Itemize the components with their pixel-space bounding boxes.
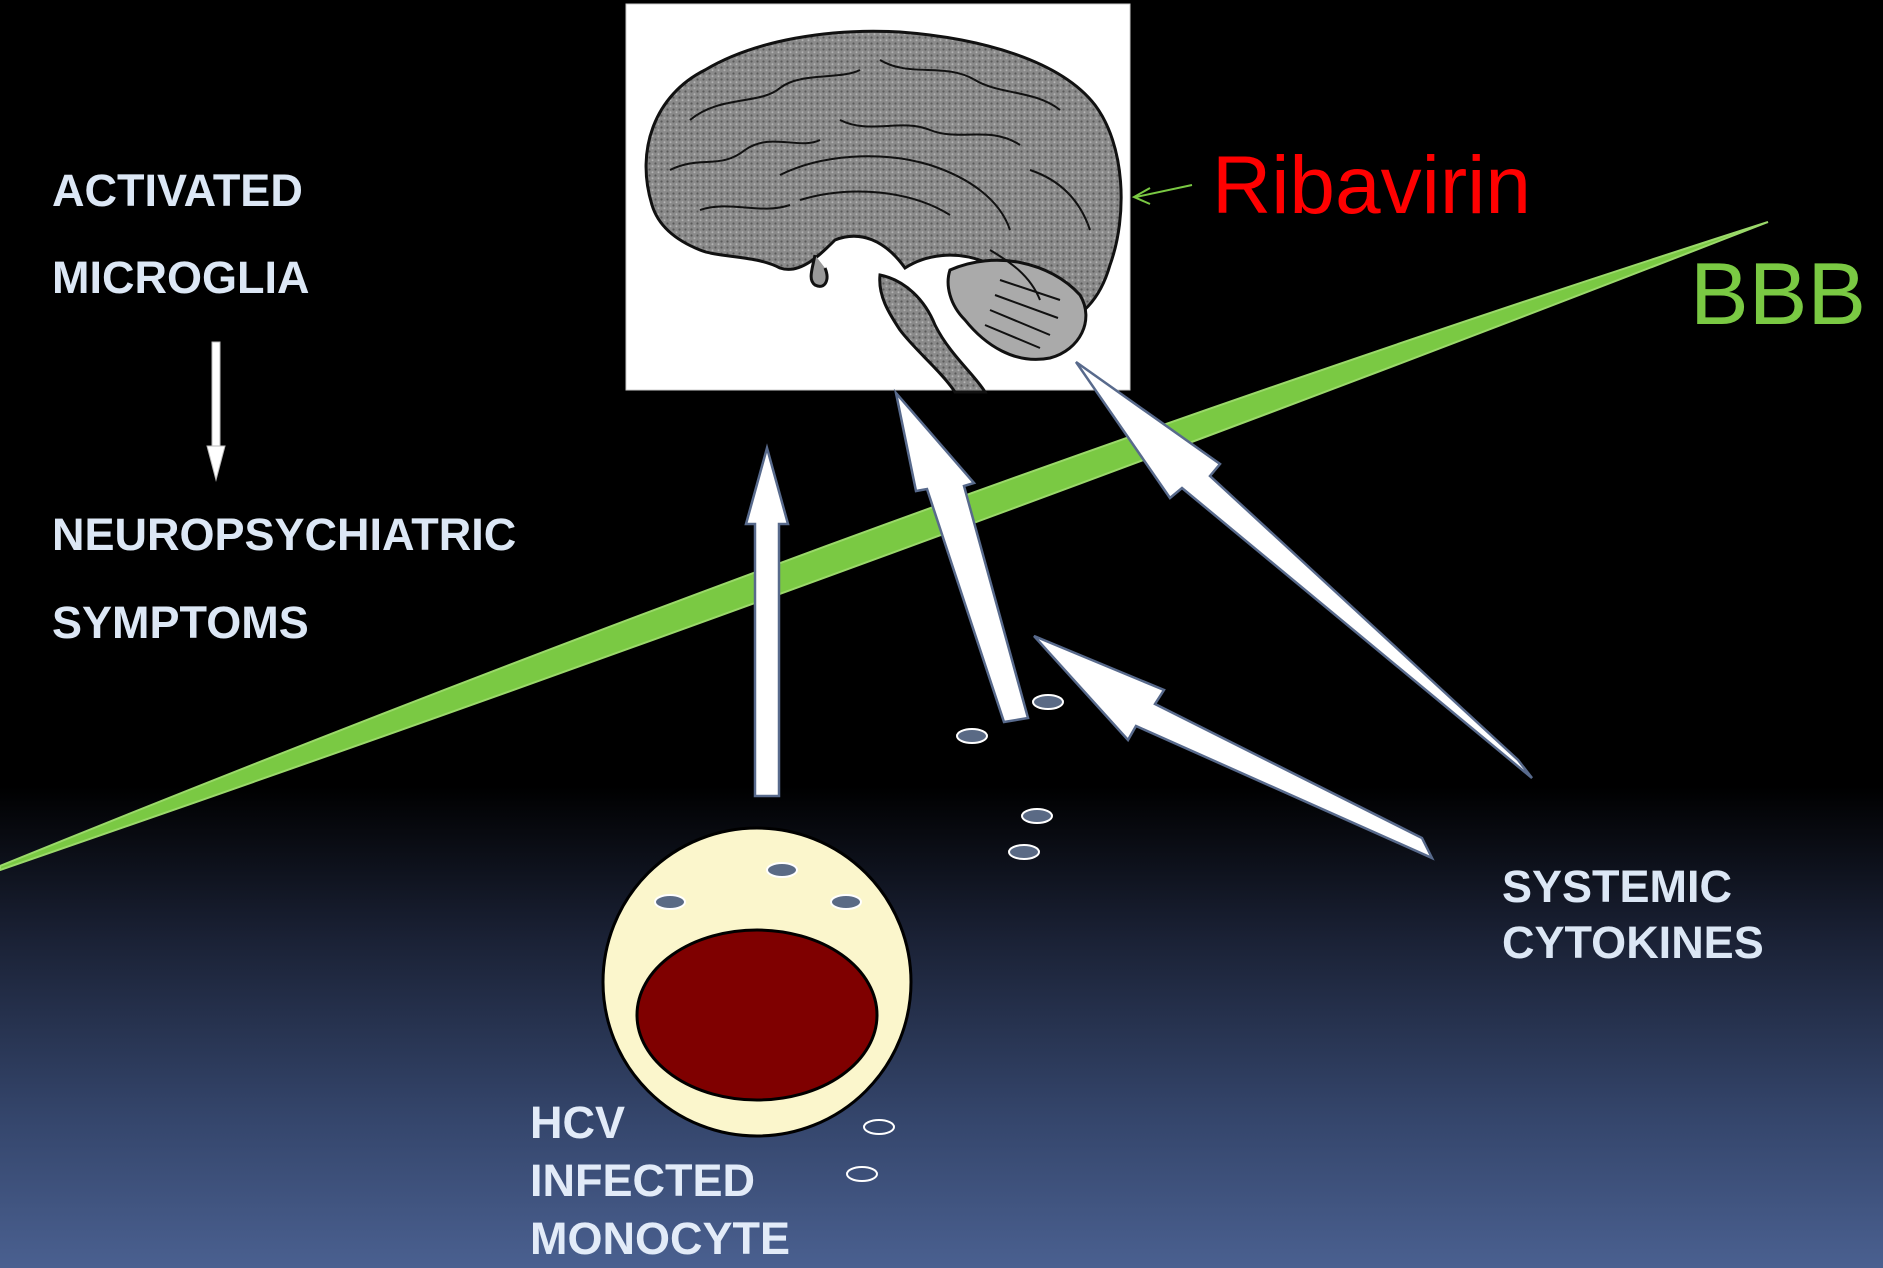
monocyte-up-arrow [746,448,788,796]
label-neuropsychiatric: NEUROPSYCHIATRIC [52,512,516,557]
monocyte-cell [603,828,911,1136]
virion [1022,809,1052,823]
ribavirin-label: Ribavirin [1212,145,1531,227]
virion [957,729,987,743]
microglia-down-arrow [207,342,225,480]
virion [831,895,861,909]
virion [1033,695,1063,709]
cytokine-diagonal-arrow [1034,636,1432,858]
label-systemic: SYSTEMIC [1502,864,1732,909]
virion [864,1120,894,1134]
virion-up-arrow [896,393,1028,722]
label-symptoms: SYMPTOMS [52,600,309,645]
virion [655,895,685,909]
label-hcv: HCV [530,1100,625,1145]
monocyte-nucleus [637,930,877,1100]
label-microglia: MICROGLIA [52,255,309,300]
virion [847,1167,877,1181]
label-cytokines: CYTOKINES [1502,920,1764,965]
label-activated: ACTIVATED [52,168,303,213]
label-infected: INFECTED [530,1158,755,1203]
ribavirin-arrow [1134,185,1192,204]
transport-arrows [746,362,1532,858]
label-monocyte: MONOCYTE [530,1216,790,1261]
virion [767,863,797,877]
virion [1009,845,1039,859]
bbb-label: BBB [1690,250,1866,338]
brain-sagittal-icon [626,4,1130,392]
